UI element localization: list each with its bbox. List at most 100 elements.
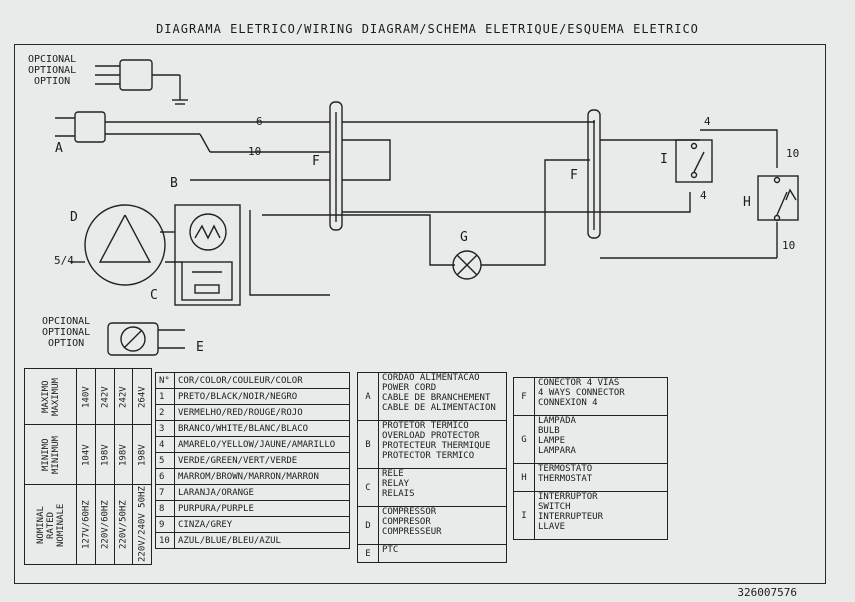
component-desc: SWITCH	[538, 502, 571, 512]
connector-right-icon	[587, 109, 601, 239]
component-desc: RELAIS	[382, 489, 415, 499]
component-desc: POWER CORD	[382, 383, 437, 393]
color-header-n: N°	[154, 372, 176, 389]
optional-label-2: OPCIONAL OPTIONAL OPTION	[42, 316, 90, 349]
color-num: 2	[154, 404, 176, 421]
min-1: 104V	[76, 424, 96, 485]
max-2: 242V	[95, 368, 115, 425]
connector-left-icon	[329, 101, 391, 231]
wire-10b: 10	[782, 239, 796, 252]
min-label-l1: MINIMO	[40, 438, 51, 471]
color-num: 1	[154, 388, 176, 405]
component-desc: LAMPARA	[538, 446, 576, 456]
component-desc: 4 WAYS CONNECTOR	[538, 388, 625, 398]
component-desc: INTERRUPTEUR	[538, 512, 604, 522]
component-desc-cell: PTC	[378, 544, 507, 563]
nom-3: 220V/50HZ	[114, 484, 133, 565]
component-key: C	[357, 468, 379, 507]
component-desc: CABLE DE ALIMENTACION	[382, 403, 496, 413]
wire-10a: 10	[786, 147, 800, 160]
thermostat-icon	[757, 175, 799, 258]
diagram-frame	[14, 44, 826, 584]
optional-2-line: OPCIONAL	[42, 316, 91, 327]
component-desc: PROTECTEUR THERMIQUE	[382, 441, 491, 451]
wire-5-4: 5/4	[54, 254, 74, 267]
component-desc: INTERRUPTOR	[538, 492, 598, 502]
label-e: E	[196, 340, 204, 355]
color-name: VERDE/GREEN/VERT/VERDE	[174, 452, 350, 469]
max-label-l2: MAXIMUM	[50, 377, 61, 416]
color-num: 9	[154, 516, 176, 533]
component-key: F	[513, 377, 535, 416]
component-desc: PTC	[382, 545, 399, 555]
color-num: 6	[154, 468, 176, 485]
color-name: AZUL/BLUE/BLEU/AZUL	[174, 532, 350, 549]
component-desc: PROTECTOR TERMICO	[382, 451, 475, 461]
component-desc: LAMPADA	[538, 416, 576, 426]
component-desc: LAMPE	[538, 436, 566, 446]
component-desc: THERMOSTAT	[538, 474, 593, 484]
wire-10: 10	[248, 145, 262, 158]
component-key: E	[357, 544, 379, 563]
optional-2-line: OPTIONAL	[42, 327, 91, 338]
component-key: A	[357, 372, 379, 421]
power-cord-plug-icon	[55, 111, 330, 153]
optional-1-line: OPTION	[34, 76, 71, 87]
label-h: H	[743, 195, 751, 210]
color-num: 3	[154, 420, 176, 437]
max-label-l1: MAXIMO	[40, 380, 51, 413]
color-name: LARANJA/ORANGE	[174, 484, 350, 501]
label-g: G	[460, 230, 468, 245]
color-num: 5	[154, 452, 176, 469]
optional-plug-icon	[95, 59, 188, 105]
serial-number: 326007576	[737, 586, 797, 599]
component-desc: COMPRESSEUR	[382, 527, 442, 537]
label-b: B	[170, 176, 178, 191]
min-2: 198V	[95, 424, 115, 485]
color-num: 7	[154, 484, 176, 501]
optional-1-line: OPTIONAL	[28, 65, 77, 76]
component-desc: LLAVE	[538, 522, 566, 532]
color-name: VERMELHO/RED/ROUGE/ROJO	[174, 404, 350, 421]
component-desc: CONNEXION 4	[538, 398, 598, 408]
component-desc: COMPRESSOR	[382, 507, 437, 517]
component-desc: RELAY	[382, 479, 410, 489]
nom-label-l3: NOMINALE	[55, 502, 66, 547]
color-header: COR/COLOR/COULEUR/COLOR	[174, 372, 350, 389]
nom-label-l2: RATED	[45, 510, 56, 539]
ptc-icon	[107, 322, 185, 356]
component-key: D	[357, 506, 379, 545]
component-key: B	[357, 420, 379, 469]
nom-1: 127V/60HZ	[76, 484, 96, 565]
color-name: BRANCO/WHITE/BLANC/BLACO	[174, 420, 350, 437]
component-desc: OVERLOAD PROTECTOR	[382, 431, 480, 441]
color-name: AMARELO/YELLOW/JAUNE/AMARILLO	[174, 436, 350, 453]
component-desc: CORDAO ALIMENTACAO	[382, 373, 480, 383]
component-desc: COMPRESOR	[382, 517, 431, 527]
label-a: A	[55, 141, 63, 156]
